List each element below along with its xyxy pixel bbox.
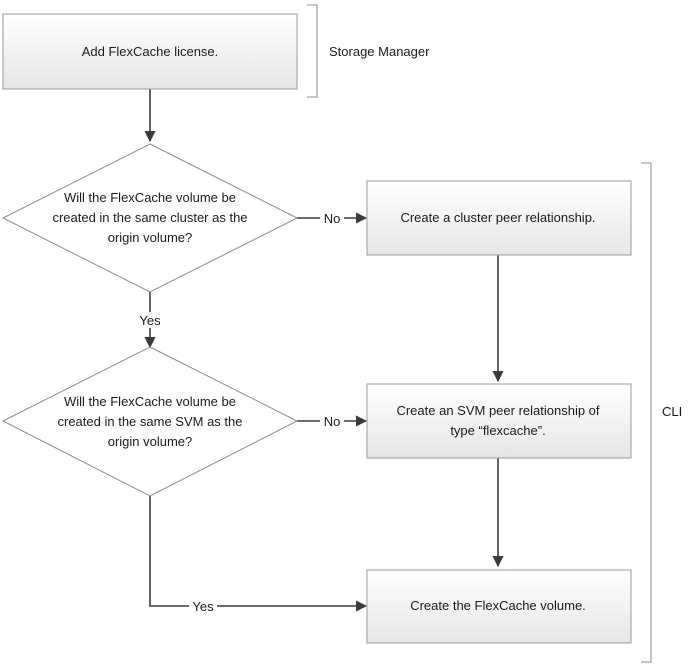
svg-text:Yes: Yes xyxy=(139,313,161,328)
group-cli: CLI xyxy=(641,162,682,663)
svg-text:Yes: Yes xyxy=(192,599,214,614)
edge-decision2-yes xyxy=(149,496,368,612)
step-cluster-peer: Create a cluster peer relationship. xyxy=(366,180,632,256)
cli-label: CLI xyxy=(662,404,682,419)
step-add-license: Add FlexCache license. xyxy=(2,13,298,90)
edge-label-svm-yes: Yes xyxy=(189,598,217,614)
decision-same-cluster-line-2: created in the same cluster as the xyxy=(52,210,247,225)
cli-bracket xyxy=(641,162,652,663)
group-storage-manager: Storage Manager xyxy=(307,4,430,98)
decision-same-svm-line-2: created in the same SVM as the xyxy=(58,414,243,429)
edge-label-svm-no: No xyxy=(320,413,344,429)
svg-text:No: No xyxy=(324,211,341,226)
decision-same-cluster: Will the FlexCache volume be created in … xyxy=(1,143,299,293)
decision-same-svm-line-1: Will the FlexCache volume be xyxy=(64,394,236,409)
decision-same-cluster-line-3: origin volume? xyxy=(108,230,193,245)
step-svm-peer-line-1: Create an SVM peer relationship of xyxy=(396,403,599,418)
decision-same-cluster-line-1: Will the FlexCache volume be xyxy=(64,190,236,205)
step-svm-peer-line-2: type “flexcache”. xyxy=(450,423,545,438)
decision-same-svm-line-3: origin volume? xyxy=(108,434,193,449)
step-add-license-label: Add FlexCache license. xyxy=(82,44,219,59)
step-create-volume: Create the FlexCache volume. xyxy=(366,569,632,644)
storage-manager-label: Storage Manager xyxy=(329,44,430,59)
decision-same-svm: Will the FlexCache volume be created in … xyxy=(1,346,299,497)
svg-text:No: No xyxy=(324,414,341,429)
edge-label-cluster-yes: Yes xyxy=(136,312,164,328)
step-svm-peer: Create an SVM peer relationship of type … xyxy=(366,383,632,459)
storage-manager-bracket xyxy=(307,4,318,98)
step-create-volume-label: Create the FlexCache volume. xyxy=(410,598,586,613)
step-cluster-peer-label: Create a cluster peer relationship. xyxy=(400,210,595,225)
edge-label-cluster-no: No xyxy=(320,210,344,226)
